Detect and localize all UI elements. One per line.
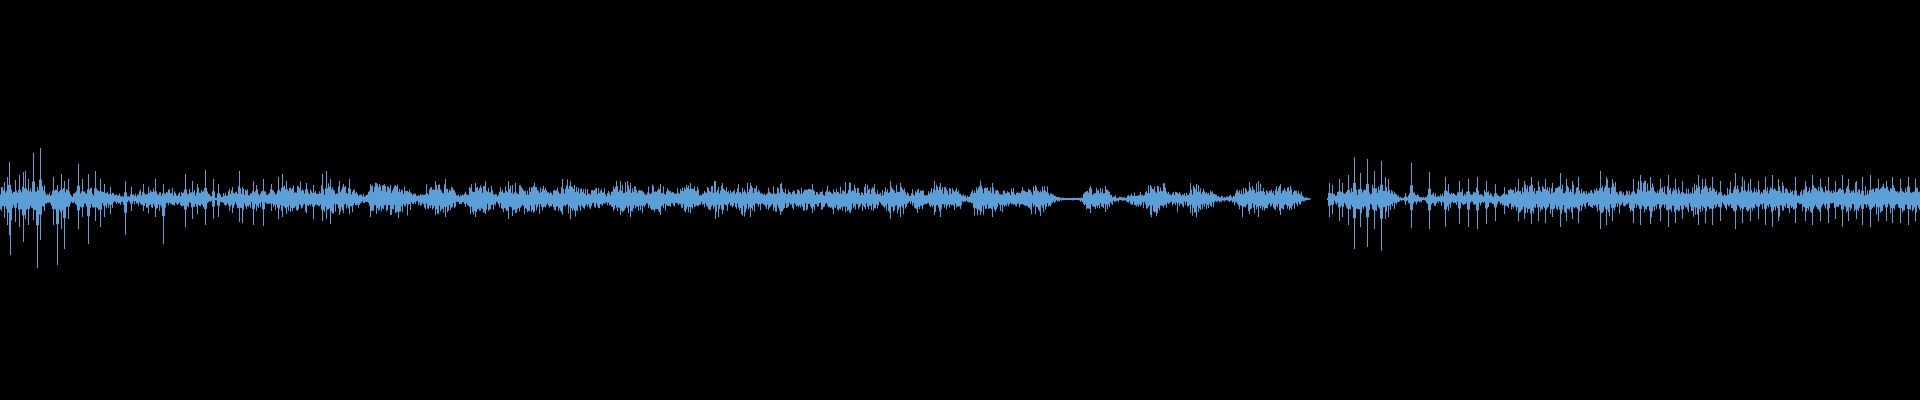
waveform-spikes [0,148,1917,268]
waveform-track [0,148,1920,268]
waveform-body [0,179,1920,218]
